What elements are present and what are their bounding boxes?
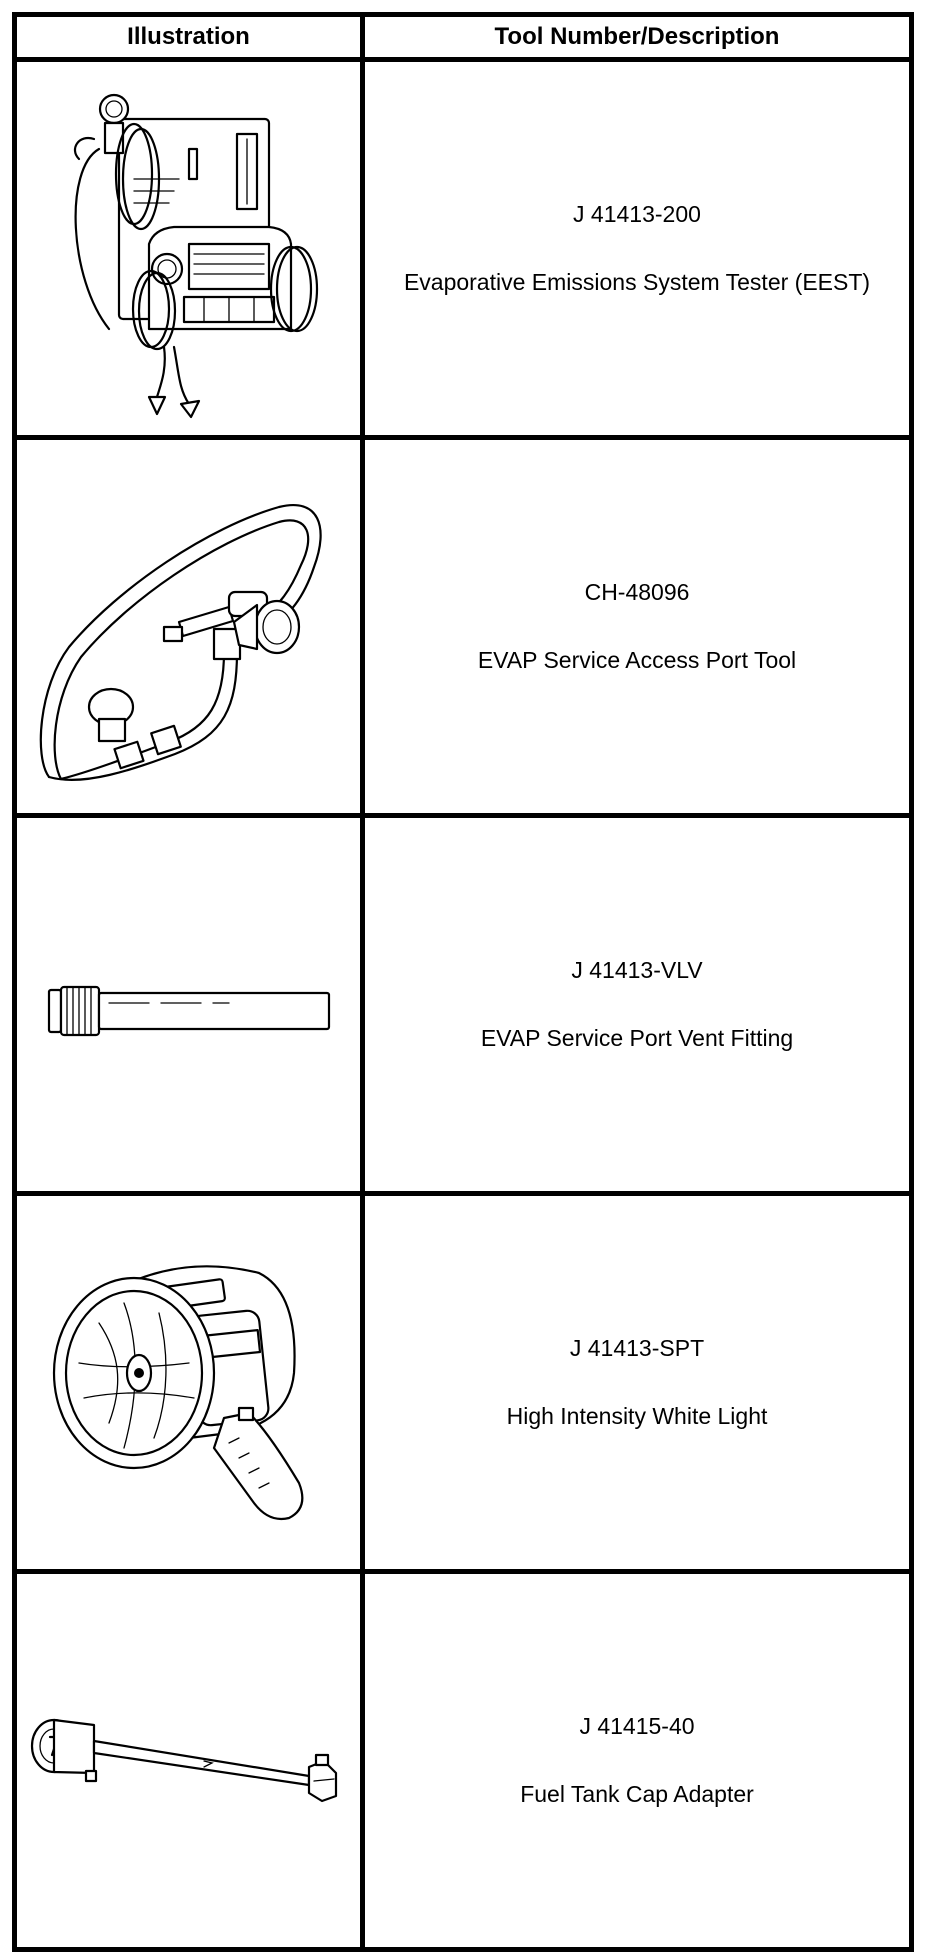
table-row: J 41413-VLV EVAP Service Port Vent Fitti… (12, 813, 914, 1196)
tool-number: J 41415-40 (579, 1712, 695, 1739)
illustration-cell (12, 57, 365, 440)
description-cell: CH-48096 EVAP Service Access Port Tool (360, 435, 914, 818)
header-illustration: Illustration (12, 12, 365, 62)
illustration-cell (12, 813, 365, 1196)
description-cell: J 41413-200 Evaporative Emissions System… (360, 57, 914, 440)
tool-number: J 41413-SPT (569, 1334, 705, 1361)
table-row: J 41413-200 Evaporative Emissions System… (12, 57, 914, 440)
illustration-cell (12, 435, 365, 818)
vent-fitting-icon (47, 985, 330, 1036)
table-header-row: Illustration Tool Number/Description (12, 12, 914, 62)
table-row: J 41415-40 Fuel Tank Cap Adapter (12, 1569, 914, 1952)
tool-number: J 41413-200 (573, 200, 701, 227)
evap-tester-icon (73, 93, 318, 418)
header-tool-description: Tool Number/Description (360, 12, 914, 62)
description-cell: J 41415-40 Fuel Tank Cap Adapter (360, 1569, 914, 1952)
tool-number: CH-48096 (584, 578, 690, 605)
description-cell: J 41413-VLV EVAP Service Port Vent Fitti… (360, 813, 914, 1196)
tool-description: Fuel Tank Cap Adapter (520, 1780, 754, 1807)
table-row: J 41413-SPT High Intensity White Light (12, 1191, 914, 1574)
illustration-cell (12, 1569, 365, 1952)
tool-description: EVAP Service Access Port Tool (477, 646, 797, 673)
tool-number: J 41413-VLV (571, 956, 703, 983)
access-port-tool-icon (39, 503, 322, 781)
tool-description: EVAP Service Port Vent Fitting (480, 1024, 794, 1051)
tool-table-container: Illustration Tool Number/Description (12, 12, 914, 1952)
tool-description: Evaporative Emissions System Tester (EES… (403, 268, 871, 295)
tool-description: High Intensity White Light (506, 1402, 768, 1429)
special-tools-table: Illustration Tool Number/Description (12, 12, 914, 1952)
description-cell: J 41413-SPT High Intensity White Light (360, 1191, 914, 1574)
cap-adapter-icon (30, 1718, 337, 1802)
spotlight-icon (52, 1264, 303, 1520)
table-row: CH-48096 EVAP Service Access Port Tool (12, 435, 914, 818)
illustration-cell (12, 1191, 365, 1574)
